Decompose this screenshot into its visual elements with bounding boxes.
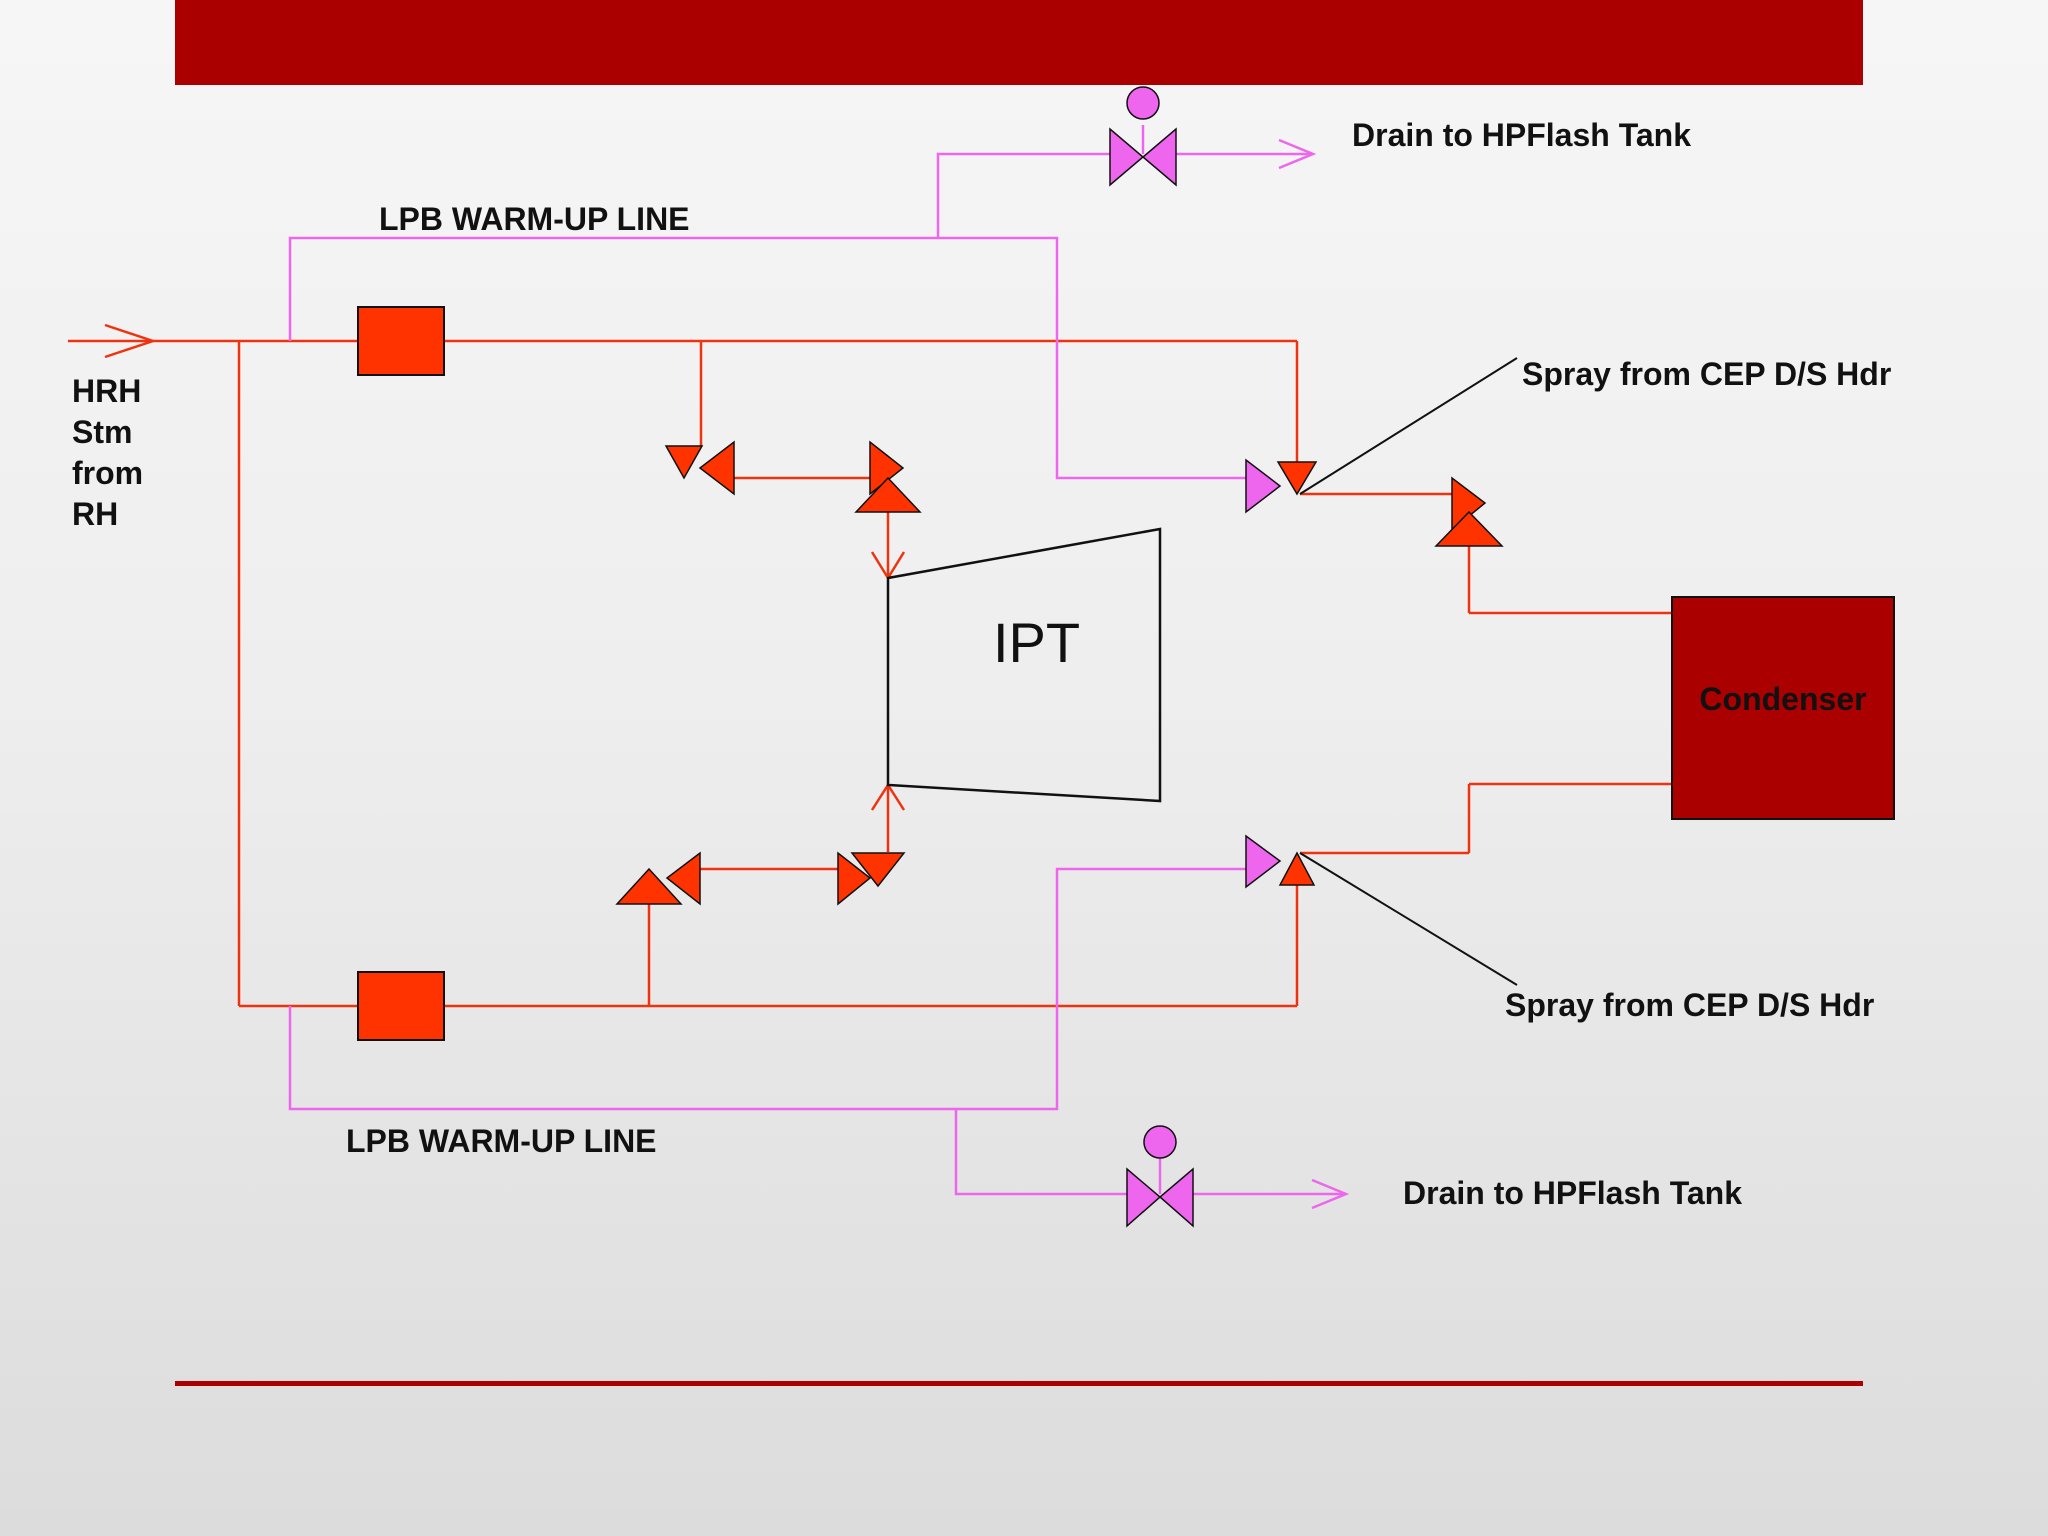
upper-block (357, 306, 445, 376)
drain-top-label: Drain to HPFlash Tank (1352, 117, 1691, 153)
valve-bowtie-icon (1141, 127, 1177, 187)
valve-triangle-icon (615, 867, 683, 905)
lower-block (357, 971, 445, 1041)
valve-bowtie-icon (1158, 1167, 1194, 1228)
warmup-valves (1109, 86, 1282, 1228)
steam-lines (68, 323, 1672, 1008)
valve-triangle-icon (1245, 458, 1282, 514)
hrh-label-line-4: RH (72, 496, 118, 532)
hrh-label-line-3: from (72, 455, 143, 491)
condenser-box (1671, 596, 1895, 820)
actuator-circle-icon (1143, 1125, 1177, 1159)
valve-triangle-icon (850, 852, 906, 888)
valve-triangle-icon (1278, 851, 1316, 886)
valve-triangle-icon (665, 851, 701, 906)
valve-triangle-icon (664, 445, 704, 480)
valve-bowtie-icon (1109, 127, 1145, 187)
spray-top-label: Spray from CEP D/S Hdr (1522, 356, 1891, 392)
condenser-label: Condenser (1699, 681, 1866, 717)
valve-triangle-icon (1276, 461, 1318, 496)
valve-bowtie-icon (1126, 1167, 1162, 1228)
steam-valves (615, 440, 1504, 906)
drain-bottom-arrow-icon (1311, 1178, 1350, 1210)
header-banner (175, 0, 1863, 85)
drain-top-arrow-icon (1278, 138, 1317, 170)
actuator-circle-icon (1126, 86, 1160, 120)
valve-triangle-icon (854, 476, 922, 513)
footer-rule (175, 1381, 1863, 1386)
lpb-warmup-bottom-label: LPB WARM-UP LINE (346, 1123, 657, 1159)
warmup-lines (288, 125, 1350, 1210)
drain-bottom-label: Drain to HPFlash Tank (1403, 1175, 1742, 1211)
ipt-turbine (886, 527, 1162, 803)
spray-top-leader (1299, 357, 1518, 495)
valve-triangle-icon (1434, 510, 1504, 547)
turbine-label: IPT (993, 611, 1080, 674)
spray-bottom-leader (1299, 852, 1518, 986)
valve-triangle-icon (1245, 834, 1282, 889)
spray-bottom-label: Spray from CEP D/S Hdr (1505, 987, 1874, 1023)
hrh-label-line-2: Stm (72, 414, 132, 450)
lpb-warmup-top-label: LPB WARM-UP LINE (379, 201, 690, 237)
valve-triangle-icon (698, 440, 735, 496)
hrh-label-line-1: HRH (72, 373, 141, 409)
valve-triangle-icon (837, 851, 872, 906)
